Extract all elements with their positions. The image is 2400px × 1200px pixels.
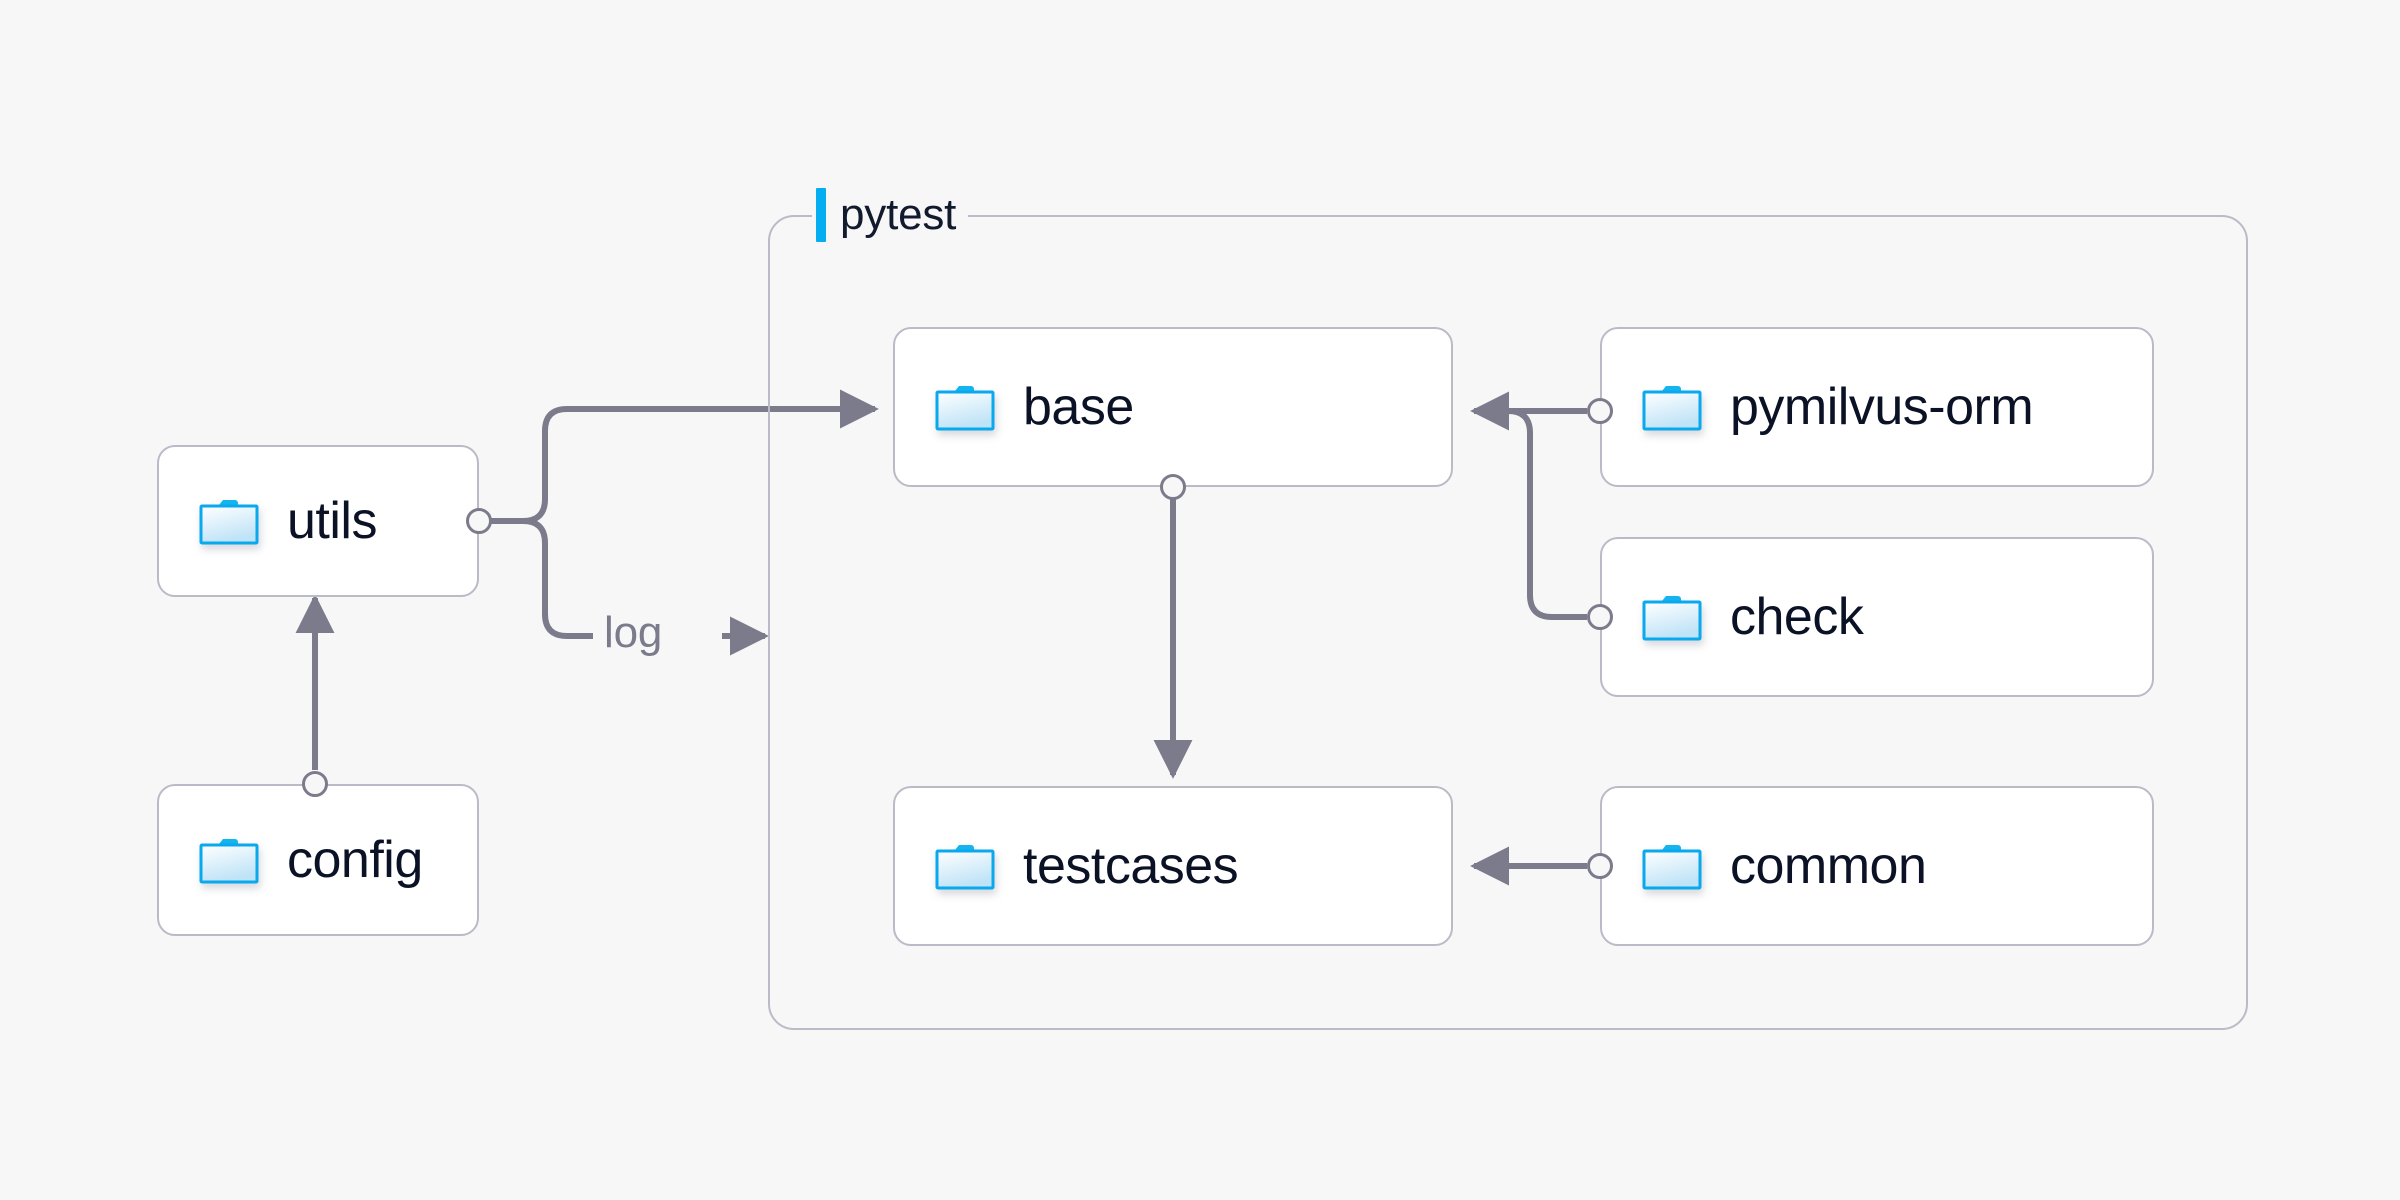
node-common[interactable]: common bbox=[1600, 786, 2154, 946]
node-pymilvus-orm[interactable]: pymilvus-orm bbox=[1600, 327, 2154, 487]
folder-icon bbox=[199, 496, 259, 546]
node-config-label: config bbox=[287, 831, 423, 889]
port-check-left[interactable] bbox=[1587, 604, 1613, 630]
node-pymilvus-orm-label: pymilvus-orm bbox=[1730, 378, 2034, 436]
edge-utils-log bbox=[522, 518, 593, 639]
group-pytest-label: pytest bbox=[840, 190, 957, 239]
node-utils-label: utils bbox=[287, 492, 377, 550]
node-common-label: common bbox=[1730, 837, 1927, 895]
port-utils-right[interactable] bbox=[466, 508, 492, 534]
node-testcases[interactable]: testcases bbox=[893, 786, 1453, 946]
node-base-label: base bbox=[1023, 378, 1134, 436]
folder-icon bbox=[935, 841, 995, 891]
node-base[interactable]: base bbox=[893, 327, 1453, 487]
folder-icon bbox=[935, 382, 995, 432]
port-config-top[interactable] bbox=[302, 771, 328, 797]
group-accent-bar bbox=[816, 188, 826, 242]
edge-label-log: log bbox=[604, 608, 663, 657]
node-check-label: check bbox=[1730, 588, 1864, 646]
group-pytest-label-wrap: pytest bbox=[812, 187, 969, 243]
node-utils[interactable]: utils bbox=[157, 445, 479, 597]
node-config[interactable]: config bbox=[157, 784, 479, 936]
port-common-left[interactable] bbox=[1587, 853, 1613, 879]
folder-icon bbox=[199, 835, 259, 885]
node-check[interactable]: check bbox=[1600, 537, 2154, 697]
port-base-bottom[interactable] bbox=[1160, 474, 1186, 500]
folder-icon bbox=[1642, 592, 1702, 642]
folder-icon bbox=[1642, 841, 1702, 891]
node-testcases-label: testcases bbox=[1023, 837, 1239, 895]
group-pytest[interactable] bbox=[768, 215, 2248, 1030]
port-pymilvus-orm-left[interactable] bbox=[1587, 398, 1613, 424]
folder-icon bbox=[1642, 382, 1702, 432]
